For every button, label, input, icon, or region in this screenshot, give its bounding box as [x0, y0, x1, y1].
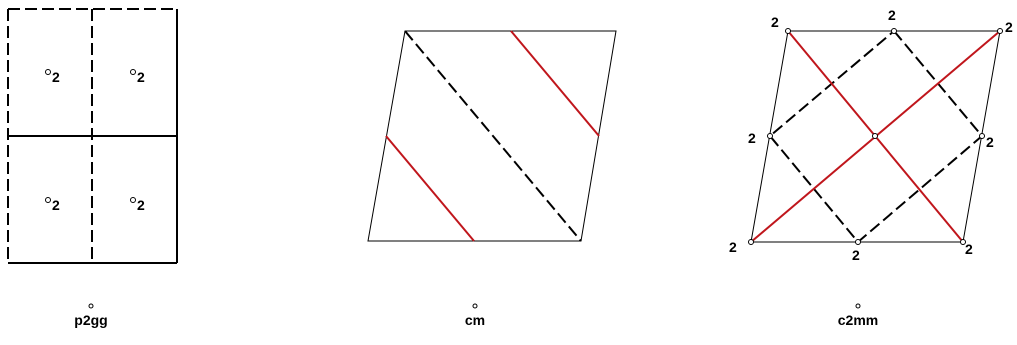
c2mm-rotation-label: 2: [1005, 19, 1013, 35]
c2mm-rotation-label: 2: [888, 7, 896, 23]
p2gg-rotation-label: 2: [52, 197, 60, 213]
p2gg-rotation-center: [130, 197, 136, 203]
p2gg-rotation-center: [45, 197, 51, 203]
cm-glide-line: [404, 30, 582, 242]
p2gg-rotation-center: [45, 69, 51, 75]
c2mm-rotation-center: [785, 28, 791, 34]
p2gg-figure: 2 2 2 2 p2gg: [7, 8, 178, 328]
c2mm-rotation-center: [855, 239, 861, 245]
c2mm-rotation-center: [997, 28, 1003, 34]
p2gg-caption: p2gg: [74, 312, 107, 328]
p2gg-caption-dot: [88, 303, 94, 309]
p2gg-rotation-label: 2: [137, 197, 145, 213]
c2mm-caption-dot: [855, 303, 861, 309]
c2mm-rotation-center: [891, 28, 897, 34]
cm-caption-dot: [472, 303, 478, 309]
c2mm-rotation-label: 2: [965, 241, 973, 257]
c2mm-rotation-label: 2: [729, 239, 737, 255]
c2mm-rotation-center: [960, 239, 966, 245]
c2mm-rotation-label: 2: [748, 130, 756, 146]
c2mm-rotation-center: [767, 133, 773, 139]
c2mm-rotation-label: 2: [986, 134, 994, 150]
c2mm-rotation-center: [979, 133, 985, 139]
cm-figure: cm: [367, 30, 617, 328]
p2gg-rotation-label: 2: [137, 69, 145, 85]
c2mm-caption: c2mm: [838, 312, 878, 328]
p2gg-rotation-center: [130, 69, 136, 75]
c2mm-rotation-label: 2: [852, 247, 860, 263]
c2mm-figure: 2 2 2 2 2 2 2 2 c2mm: [729, 7, 1013, 328]
c2mm-rotation-label: 2: [771, 14, 779, 30]
cm-caption: cm: [465, 312, 485, 328]
cm-mirror-line: [385, 135, 475, 242]
cm-mirror-line: [510, 30, 600, 137]
p2gg-rotation-label: 2: [52, 69, 60, 85]
c2mm-rotation-center: [748, 239, 754, 245]
c2mm-rotation-center: [872, 133, 878, 139]
